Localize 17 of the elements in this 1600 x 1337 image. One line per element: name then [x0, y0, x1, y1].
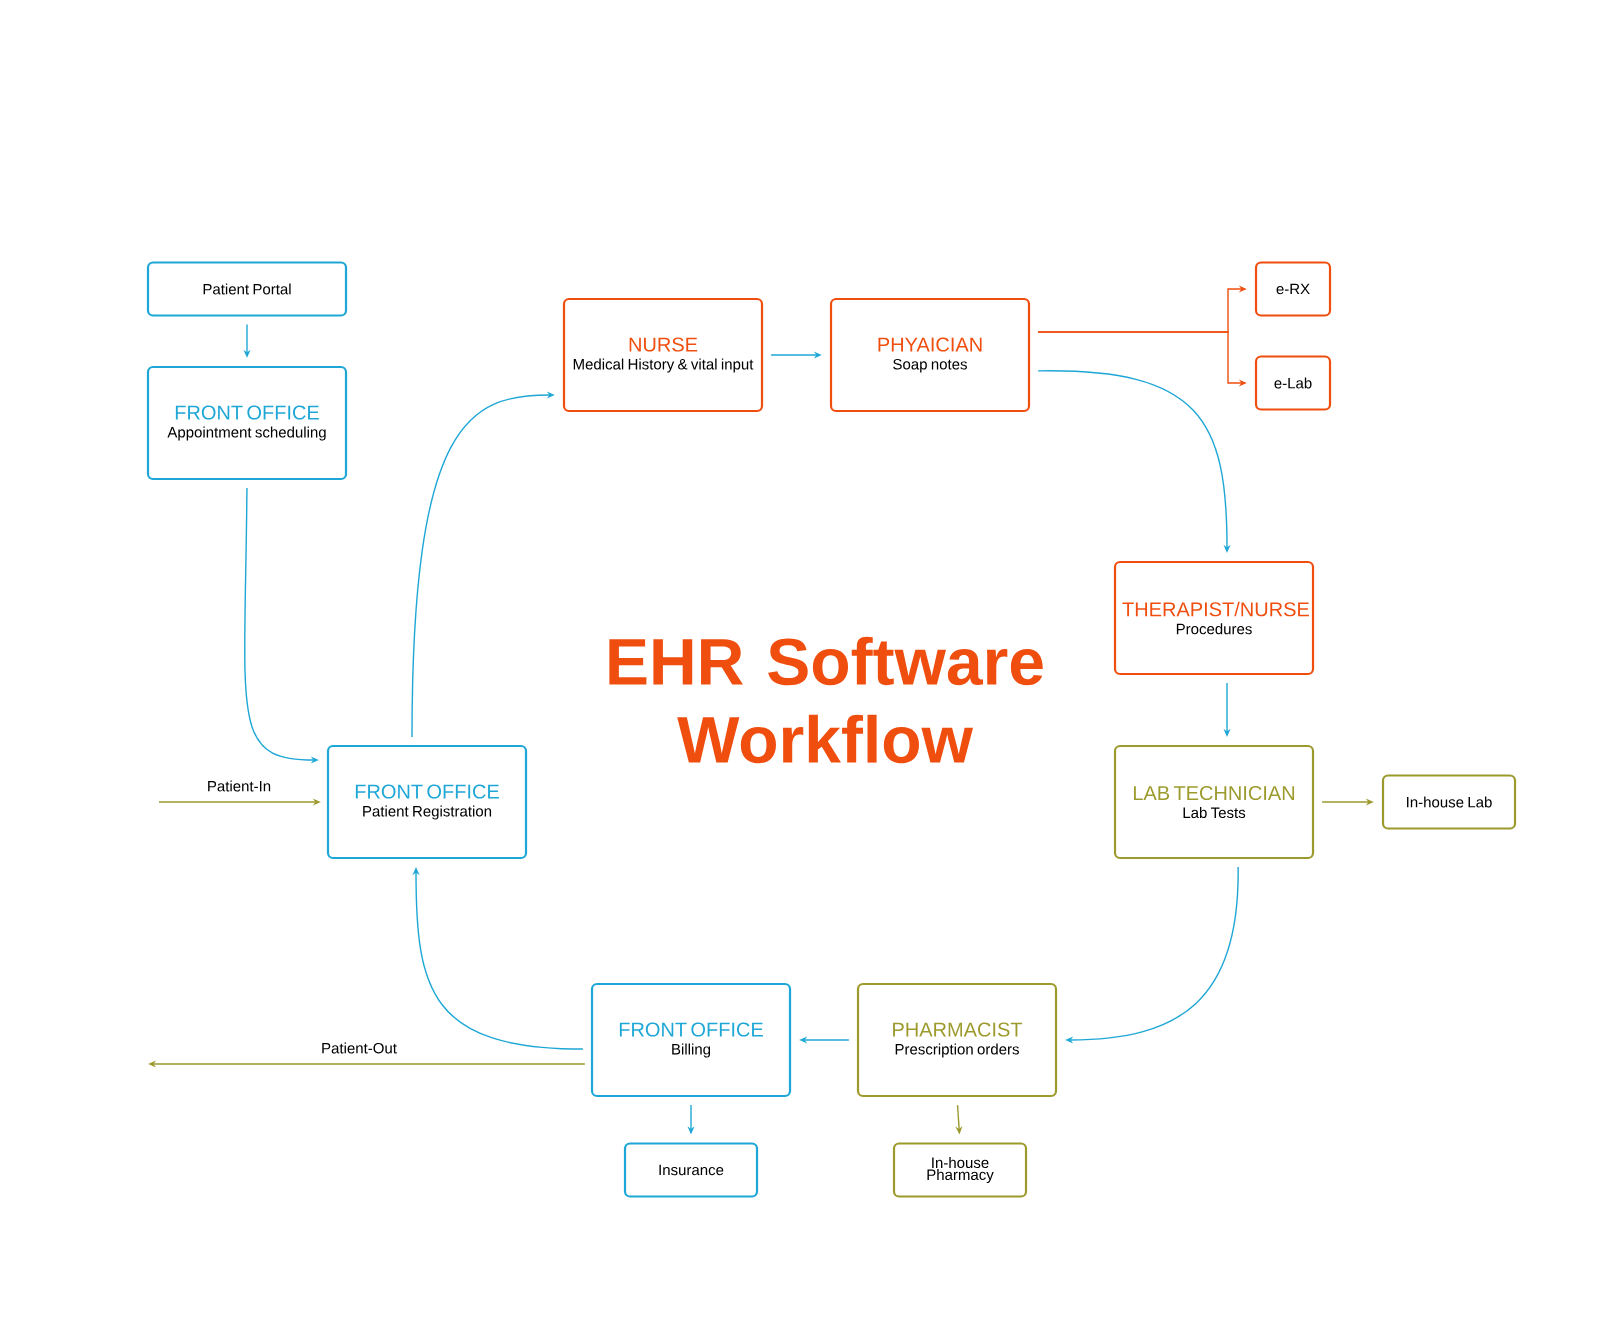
- title: EHR Software Workflow: [609, 636, 1043, 764]
- role-box: FRONT OFFICE Patient Registration: [326, 744, 528, 860]
- module-box: e-RX: [1254, 261, 1332, 317]
- role-box: LAB TECHNICIAN Lab Tests: [1113, 744, 1315, 860]
- edge-label: Patient-In: [205, 779, 273, 793]
- role-box: NURSE Medical History & vital input: [562, 297, 764, 413]
- role-box: FRONT OFFICE Billing: [590, 982, 792, 1098]
- edge-label: Patient-Out: [320, 1041, 398, 1055]
- module-box: e-Lab: [1254, 355, 1332, 411]
- module-box: In-house Lab: [1381, 774, 1517, 830]
- role-box: PHYAICIAN Soap notes: [829, 297, 1031, 413]
- role-box: PHARMACIST Prescription orders: [856, 982, 1058, 1098]
- module-box: Insurance: [623, 1142, 759, 1198]
- role-box: THERAPIST/NURSE Procedures: [1113, 560, 1315, 676]
- module-box: In-house Pharmacy: [892, 1142, 1028, 1198]
- module-box: Patient Portal: [146, 261, 348, 317]
- role-box: FRONT OFFICE Appointment scheduling: [146, 365, 348, 481]
